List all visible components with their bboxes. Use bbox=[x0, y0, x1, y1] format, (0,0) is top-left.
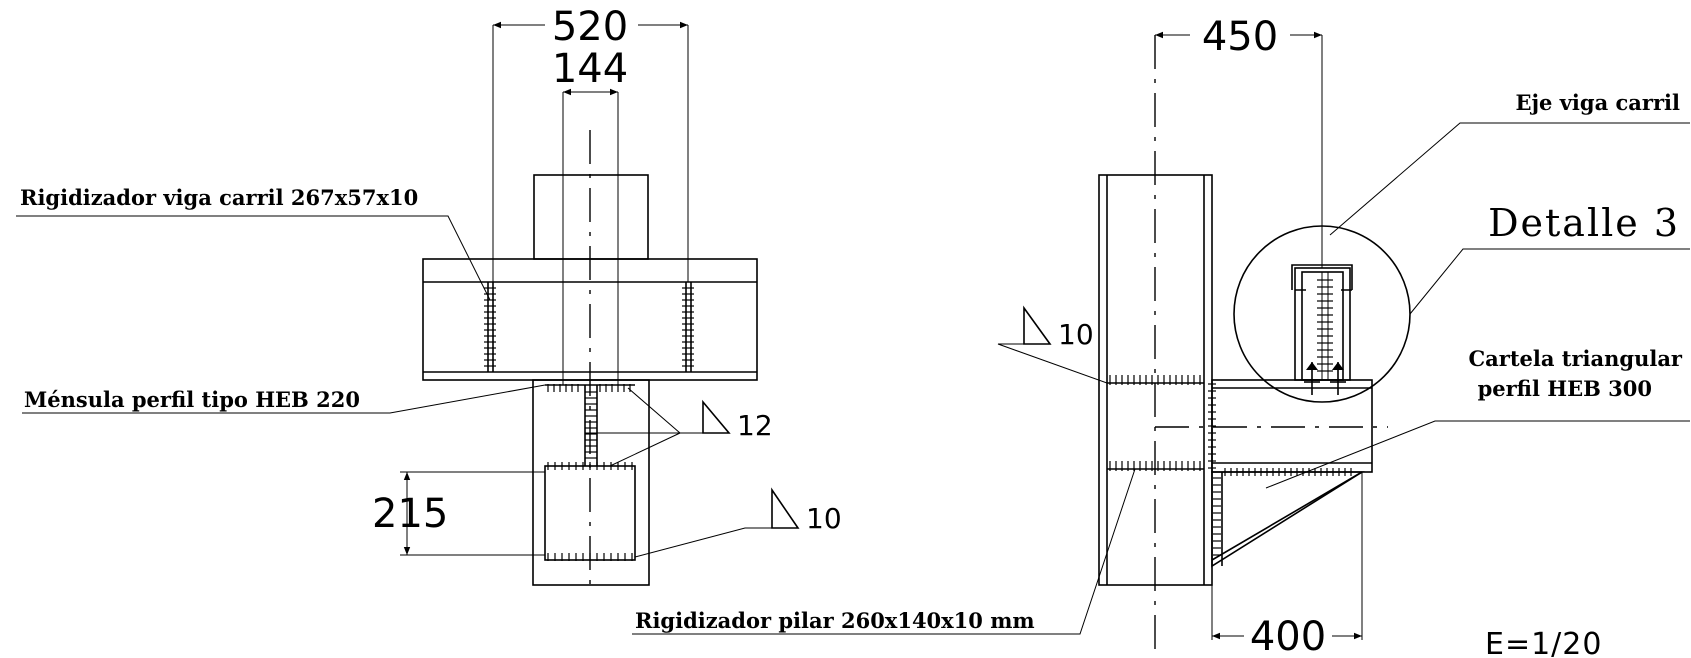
scale-label: E=1/20 bbox=[1485, 627, 1602, 658]
right-section-view: 450 400 10 Eje viga carril Detalle 3 Car… bbox=[632, 14, 1690, 658]
svg-text:10: 10 bbox=[806, 502, 842, 535]
column-section bbox=[532, 379, 650, 586]
left-elevation-view: 520 144 215 Rigidizador viga carril 267x… bbox=[16, 4, 842, 586]
dimension-450: 450 bbox=[1202, 14, 1278, 60]
weld-symbol-10-right: 10 bbox=[997, 305, 1108, 384]
bracket-weld-ticks bbox=[547, 384, 633, 561]
dimension-215: 215 bbox=[372, 491, 448, 537]
rail-head bbox=[533, 174, 649, 260]
weld-symbol-12: 12 bbox=[585, 387, 773, 467]
label-cartela-1: Cartela triangular bbox=[1468, 346, 1682, 371]
bracket-heb bbox=[1211, 379, 1373, 473]
label-detalle-3: Detalle 3 bbox=[1488, 201, 1680, 245]
column-weld-ticks bbox=[1109, 375, 1352, 556]
label-eje-viga: Eje viga carril bbox=[1515, 90, 1680, 115]
bolts bbox=[1304, 362, 1346, 395]
svg-text:12: 12 bbox=[737, 409, 773, 442]
label-mensula: Ménsula perfil tipo HEB 220 bbox=[24, 387, 360, 412]
label-cartela-2: perfil HEB 300 bbox=[1478, 376, 1652, 401]
svg-text:10: 10 bbox=[1058, 318, 1094, 351]
label-rigidizador-pilar: Rigidizador pilar 260x140x10 mm bbox=[635, 608, 1035, 633]
stiffener-weld-ticks bbox=[484, 287, 694, 367]
label-rigidizador-viga: Rigidizador viga carril 267x57x10 bbox=[20, 185, 418, 210]
dimension-520: 520 bbox=[552, 4, 628, 50]
dimension-144: 144 bbox=[552, 46, 628, 92]
triangular-gusset bbox=[1211, 471, 1365, 568]
rail-weld-ticks bbox=[1317, 279, 1333, 372]
dimension-400: 400 bbox=[1250, 614, 1326, 658]
weld-symbol-10-left: 10 bbox=[634, 487, 842, 558]
